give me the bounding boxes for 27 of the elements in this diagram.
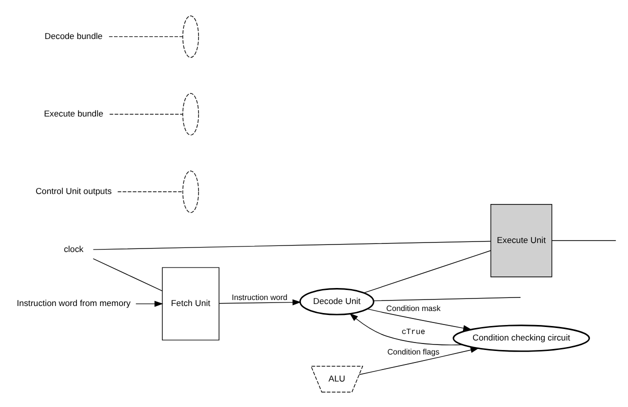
connector	[117, 190, 184, 192]
node-text: Instruction word from memory	[16, 298, 131, 308]
node-text: Control Unit outputs	[36, 186, 112, 196]
node-ellipse	[182, 170, 199, 212]
arrow	[358, 346, 480, 374]
connector	[109, 113, 183, 114]
arrow	[218, 298, 302, 305]
edge-label: Instruction word	[232, 292, 288, 302]
node-ellipse	[182, 92, 199, 135]
connector	[373, 296, 521, 301]
edge-label: Condition flags	[387, 347, 440, 356]
node-box: Execute Unit	[490, 204, 552, 277]
node-text: Execute bundle	[44, 108, 104, 118]
connector	[92, 258, 163, 291]
edge-label: cTrue	[402, 327, 426, 336]
arrow	[367, 308, 472, 331]
arrow	[136, 300, 164, 306]
connector	[92, 240, 491, 250]
arrow	[349, 312, 463, 345]
connector	[364, 250, 491, 293]
node-box: Fetch Unit	[162, 266, 220, 340]
node-text: clock	[64, 244, 84, 254]
connector	[108, 36, 183, 37]
node-ellipse: Decode Unit	[299, 288, 374, 315]
node-text: Decode bundle	[44, 30, 103, 40]
node-ellipse	[182, 15, 199, 58]
edge-label: Condition mask	[386, 303, 441, 312]
